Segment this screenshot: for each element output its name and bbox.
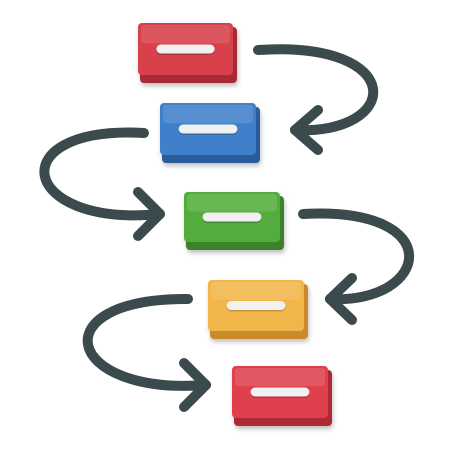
step-block-highlight xyxy=(235,368,325,387)
connector-arrow-4 xyxy=(82,293,211,412)
step-bar-icon xyxy=(226,301,286,310)
step-bar-icon xyxy=(178,124,238,134)
connector-arrow-2 xyxy=(39,127,165,241)
connector-layer xyxy=(39,44,415,412)
arrowhead-icon xyxy=(325,273,357,325)
arrowhead-icon xyxy=(179,358,211,412)
step-block-highlight xyxy=(211,282,301,300)
step-block-5 xyxy=(232,366,332,426)
step-block-3 xyxy=(184,192,284,250)
arrowhead-icon xyxy=(290,105,323,155)
connector-curve xyxy=(82,293,211,391)
step-bar-icon xyxy=(202,212,262,222)
step-block-4 xyxy=(208,280,308,339)
step-block-highlight xyxy=(187,194,277,212)
step-layer xyxy=(138,23,332,426)
step-block-highlight xyxy=(141,25,230,44)
connector-curve xyxy=(298,208,415,305)
step-block-highlight xyxy=(163,105,253,124)
step-bar-icon xyxy=(250,387,310,397)
connector-curve xyxy=(253,44,379,136)
connector-arrow-1 xyxy=(253,44,379,155)
connector-arrow-3 xyxy=(298,208,415,325)
step-bar-icon xyxy=(156,44,215,54)
step-block-2 xyxy=(160,103,260,163)
connector-curve xyxy=(39,127,165,221)
arrowhead-icon xyxy=(133,187,165,241)
step-block-1 xyxy=(138,23,237,83)
